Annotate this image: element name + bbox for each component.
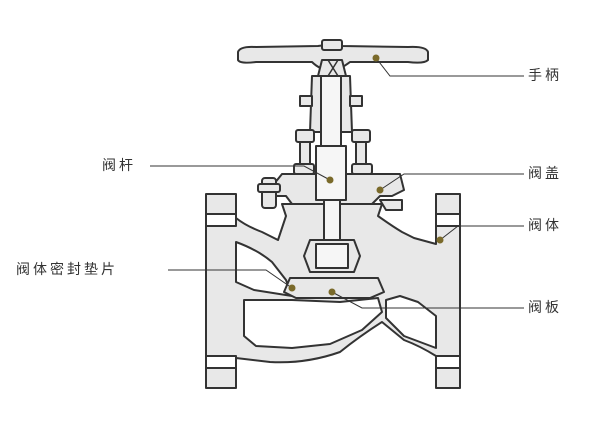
handwheel-shape [237,39,429,77]
dot-handwheel [372,54,380,62]
dot-body [436,236,444,244]
dot-seal-gasket [288,284,296,292]
label-seal-gasket: 阀体密封垫片 [16,262,118,278]
label-disc: 阀板 [528,300,562,316]
leader-handwheel [375,57,524,77]
label-body: 阀体 [528,218,562,234]
dot-stem [326,176,334,184]
label-stem: 阀杆 [102,158,136,174]
bonnet-shape [257,145,405,211]
leader-body [439,225,524,241]
leader-disc [331,291,524,309]
leader-stem [150,165,331,181]
stem-and-disc-shape [283,199,385,299]
label-handwheel: 手柄 [528,68,562,84]
label-bonnet: 阀盖 [528,166,562,182]
leader-seal-gasket [168,269,293,289]
dot-bonnet [376,186,384,194]
leader-bonnet [379,173,524,191]
dot-disc [328,288,336,296]
